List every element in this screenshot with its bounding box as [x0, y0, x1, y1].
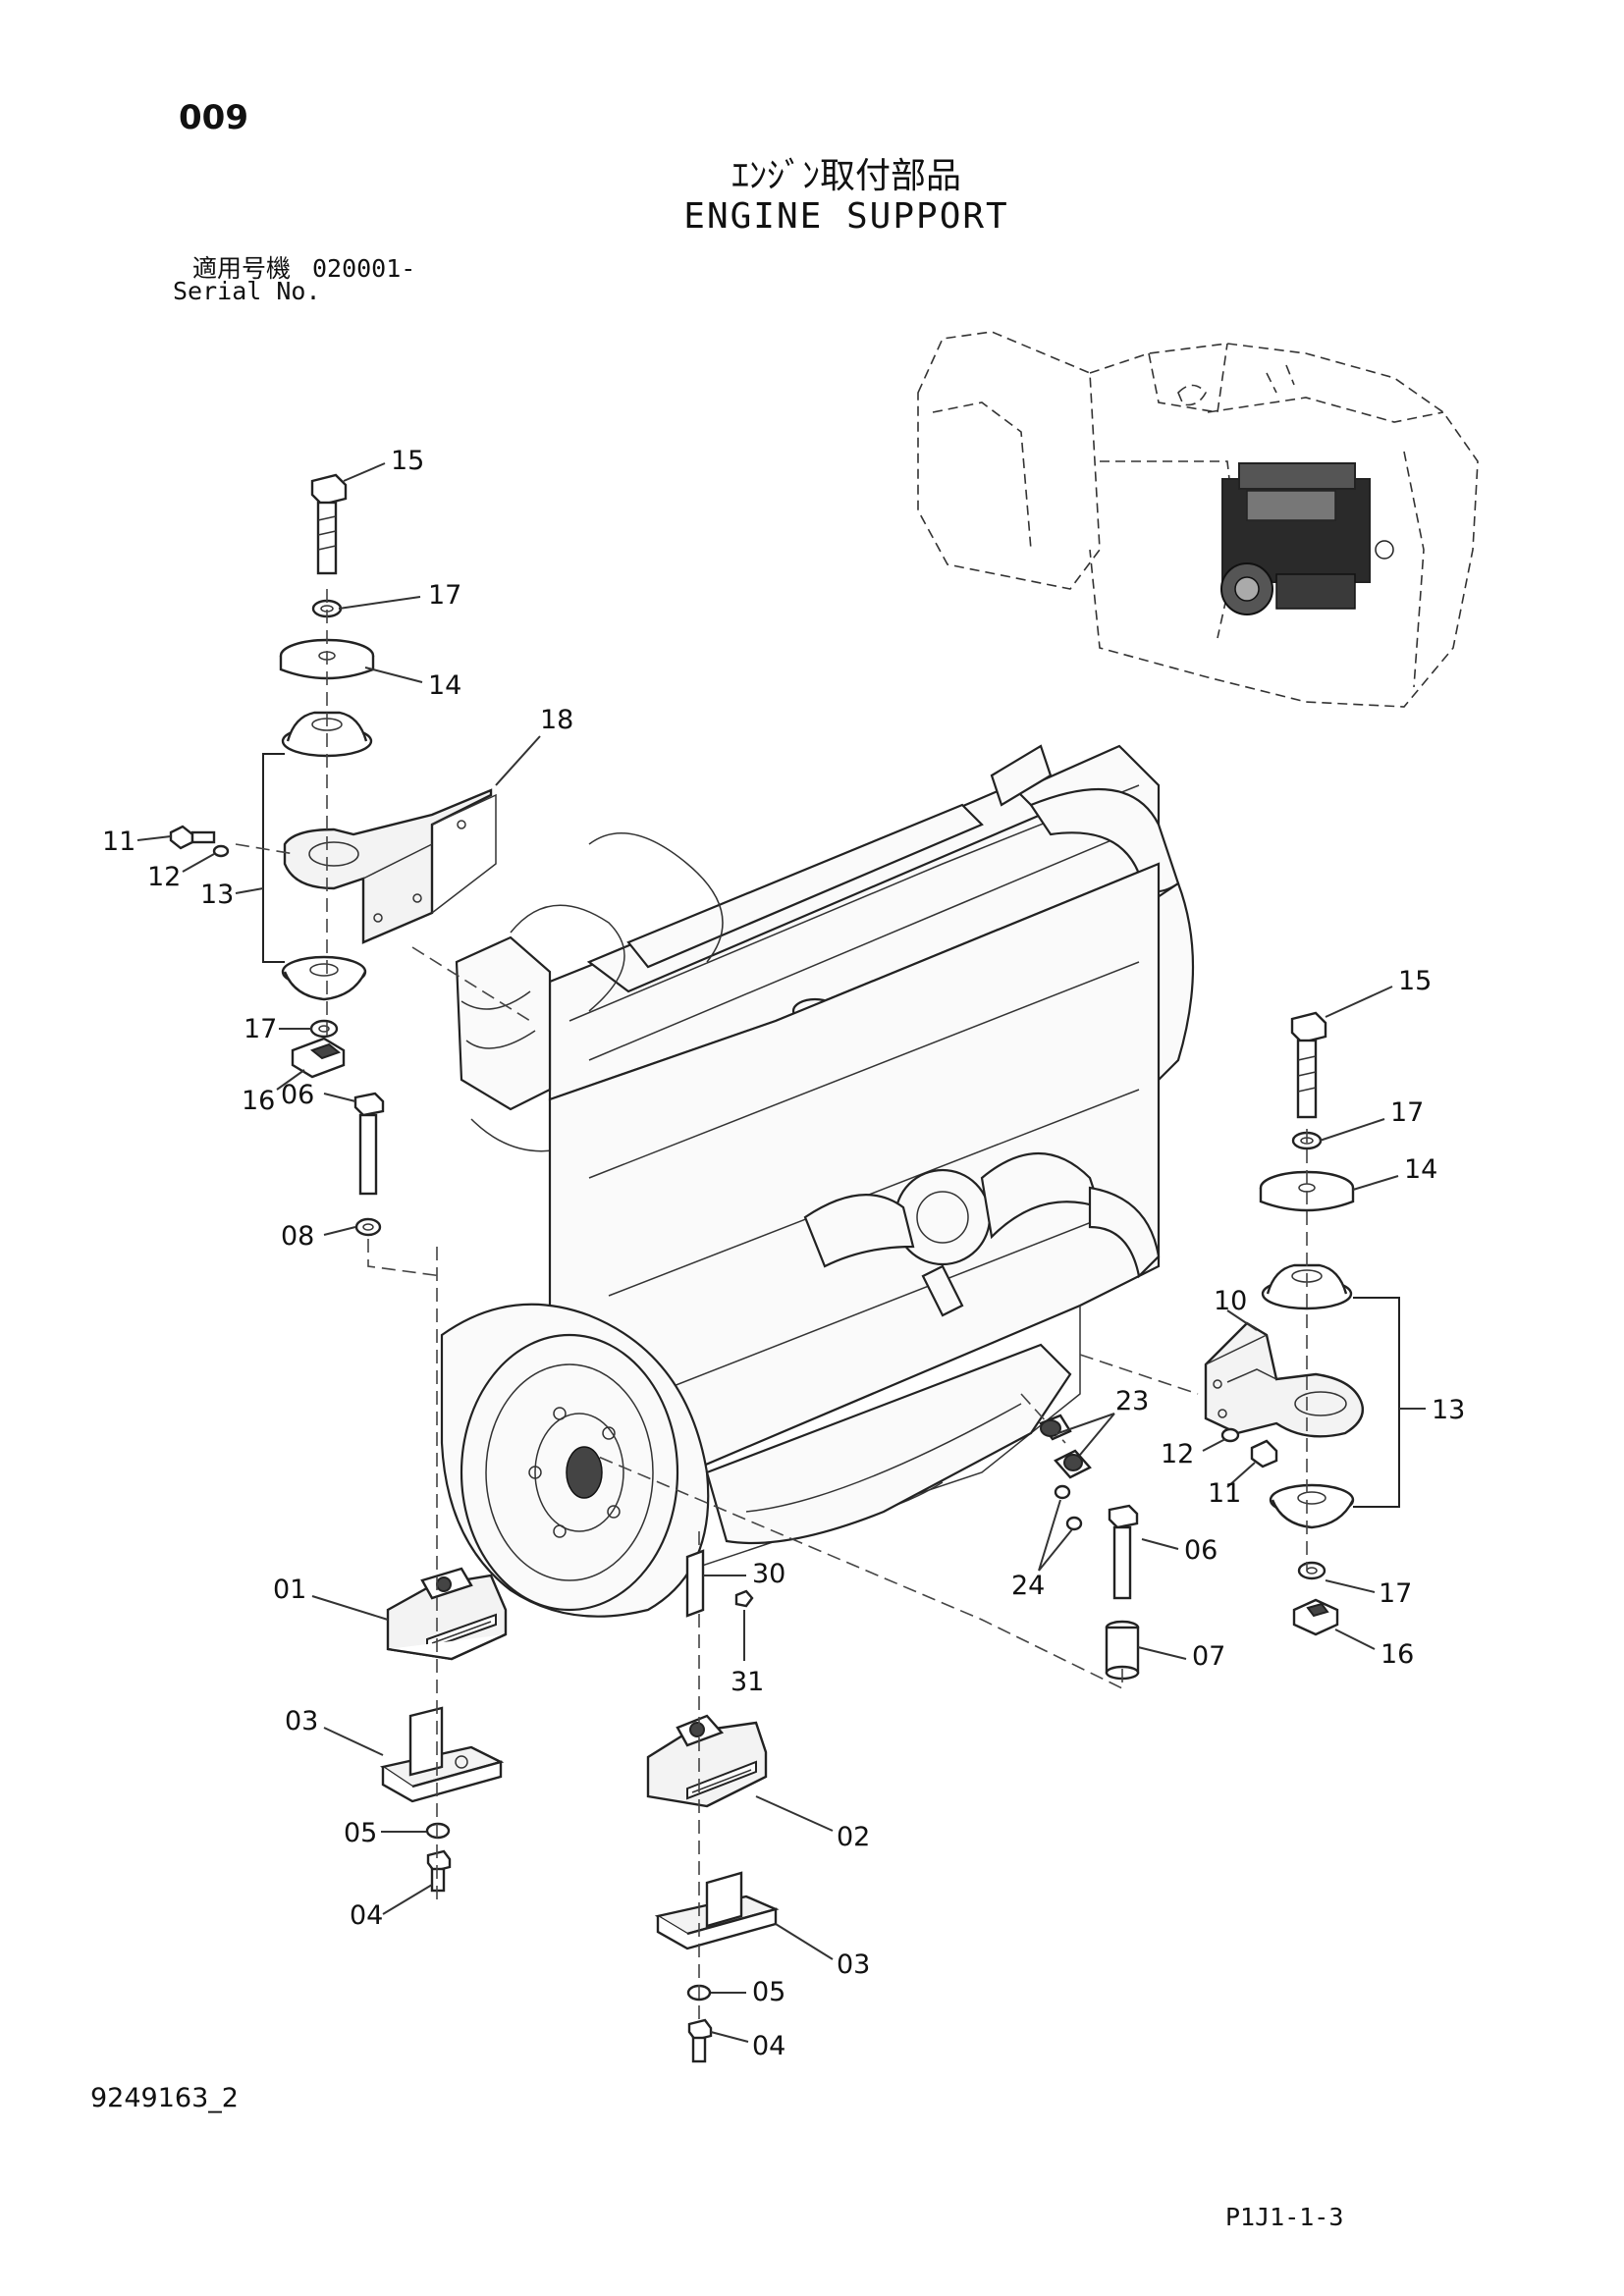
engine-location-highlight	[1220, 462, 1394, 615]
callout-06: 06	[281, 1080, 314, 1110]
callout-16: 16	[242, 1086, 275, 1116]
callout-15: 15	[1398, 966, 1432, 996]
leader-lines	[136, 462, 1426, 2043]
page-code: P1J1-1-3	[1225, 2203, 1344, 2231]
callout-02: 02	[837, 1822, 870, 1852]
machine-location-inset	[917, 331, 1479, 708]
callout-17: 17	[428, 580, 461, 611]
right-lower-bolt-and-spacer	[588, 1452, 1140, 1690]
callout-14: 14	[428, 670, 461, 701]
callout-03: 03	[285, 1706, 318, 1736]
callout-labels: 15 17 14 18 11 12 13 17 16 06 08 15 17 1…	[102, 446, 1465, 2061]
callout-14: 14	[1404, 1154, 1437, 1185]
page-number: 009	[179, 98, 248, 137]
title-english: ENGINE SUPPORT	[683, 196, 1009, 237]
callout-11: 11	[102, 827, 135, 857]
callout-23: 23	[1115, 1386, 1149, 1416]
callout-17: 17	[1390, 1097, 1424, 1128]
serial-label-en: Serial No.	[173, 277, 321, 305]
callout-11: 11	[1208, 1478, 1241, 1509]
callout-24: 24	[1011, 1571, 1045, 1601]
title-japanese: ｴﾝｼﾞﾝ取付部品	[731, 156, 961, 196]
serial-label-jp: 適用号機	[192, 254, 292, 283]
callout-16: 16	[1380, 1639, 1414, 1670]
callout-05: 05	[344, 1818, 377, 1848]
callout-13: 13	[1432, 1395, 1465, 1425]
callout-30: 30	[752, 1559, 785, 1589]
callout-31: 31	[731, 1667, 764, 1697]
callout-15: 15	[391, 446, 424, 476]
callout-13: 13	[200, 880, 234, 910]
callout-12: 12	[1161, 1439, 1194, 1469]
callout-12: 12	[147, 862, 181, 892]
callout-17: 17	[1379, 1578, 1412, 1609]
callout-17: 17	[244, 1014, 277, 1044]
document-id: 9249163_2	[90, 2083, 239, 2113]
callout-01: 01	[273, 1575, 306, 1605]
callout-08: 08	[281, 1221, 314, 1252]
fittings-23-24	[1020, 1393, 1092, 1531]
callout-06: 06	[1184, 1535, 1218, 1566]
callout-05: 05	[752, 1977, 785, 2007]
callout-03: 03	[837, 1949, 870, 1980]
engine-block	[440, 744, 1195, 1618]
callout-10: 10	[1214, 1286, 1247, 1316]
right-upper-mount	[1079, 1011, 1400, 1636]
callout-04: 04	[752, 2031, 785, 2061]
callout-07: 07	[1192, 1641, 1225, 1672]
left-upper-mount	[169, 473, 531, 1079]
lower-center-mount	[646, 1531, 780, 2063]
callout-18: 18	[540, 705, 573, 735]
callout-04: 04	[350, 1900, 383, 1931]
serial-row: 適用号機 020001-	[192, 249, 415, 285]
left-bolt-and-washer	[353, 1092, 443, 1277]
serial-value: 020001-	[311, 254, 416, 283]
lower-left-mount	[379, 1247, 508, 1904]
